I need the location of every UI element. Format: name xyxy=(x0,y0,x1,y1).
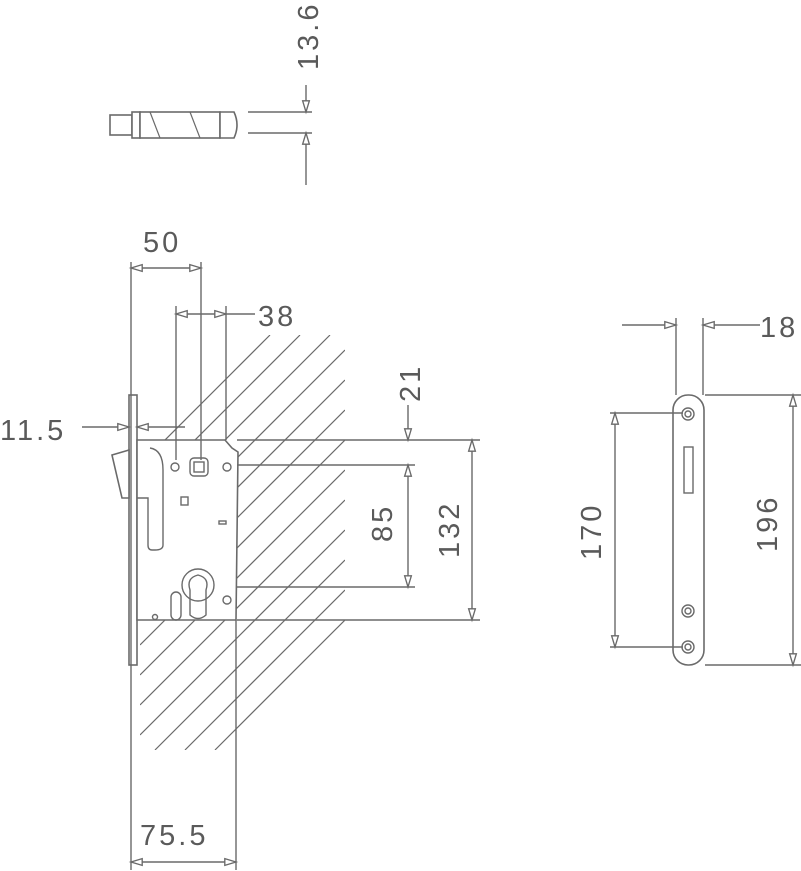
hatch-line xyxy=(184,589,345,750)
hatch-line xyxy=(140,469,345,676)
bolt-drawing xyxy=(109,85,312,185)
hatch-line xyxy=(304,709,345,750)
dim-spindle-38: 38 xyxy=(258,301,296,333)
dim-bolt-height: 13.6 xyxy=(293,2,325,70)
hatch-line xyxy=(140,335,211,406)
dimension-lines xyxy=(82,262,480,870)
hatch-line xyxy=(140,529,345,736)
hatch-line xyxy=(274,679,345,750)
dim-strike-width: 18 xyxy=(760,312,798,344)
hatch-line xyxy=(140,335,151,346)
dim-top-offset: 21 xyxy=(395,364,427,402)
dim-backset-50: 50 xyxy=(143,227,181,259)
hatch-line xyxy=(244,649,345,750)
dim-strike-screw-distance: 170 xyxy=(576,503,608,560)
dim-body-depth: 75.5 xyxy=(140,820,208,852)
hatch-line xyxy=(140,499,345,706)
strike-plate xyxy=(610,318,801,668)
dim-faceplate-thickness: 11.5 xyxy=(0,415,66,447)
hatch-line xyxy=(140,335,181,376)
hatch-line xyxy=(334,739,345,750)
dim-body-height: 132 xyxy=(434,501,466,558)
hatch-line xyxy=(140,335,241,436)
lock-body xyxy=(111,394,239,666)
dim-center-distance: 85 xyxy=(367,504,399,542)
hatch-line xyxy=(154,559,345,750)
hatch-line xyxy=(214,619,345,750)
dim-strike-height: 196 xyxy=(752,495,784,552)
